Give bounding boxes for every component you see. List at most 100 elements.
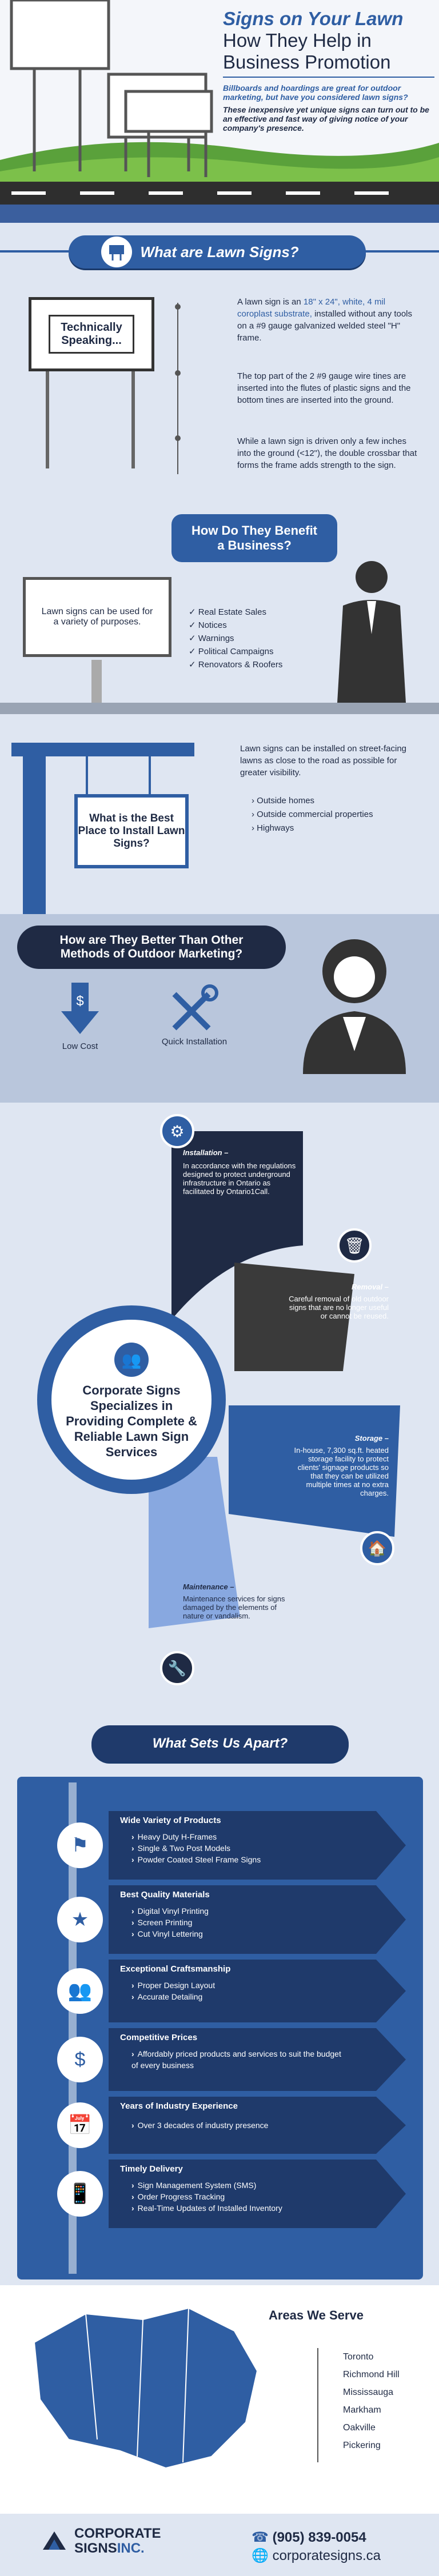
phone-icon: ☎ — [252, 2530, 269, 2545]
apart-row: 📅 Years of Industry Experience Over 3 de… — [34, 2097, 412, 2154]
what-paragraph-1: A lawn sign is an 18" x 24", white, 4 mi… — [237, 296, 420, 344]
title-line3: Business Promotion — [223, 51, 434, 78]
removal-text: Careful removal of old outdoor signs tha… — [289, 1295, 389, 1320]
calendar-icon: 📅 — [57, 2102, 103, 2148]
place-item: › Outside homes — [252, 796, 315, 806]
benefit-list: ✓ Real Estate Sales ✓ Notices ✓ Warnings… — [189, 606, 282, 671]
logo-suffix: INC. — [117, 2541, 145, 2556]
place-sign-text: What is the Best Place to Install Lawn S… — [78, 812, 185, 850]
storage-block: Storage – In-house, 7,300 sq.ft. heated … — [286, 1434, 389, 1497]
installation-block: Installation – In accordance with the re… — [183, 1148, 297, 1196]
footer: CORPORATE SIGNSINC. ☎ (905) 839-0054 🌐 c… — [0, 2514, 439, 2576]
area-item: Mississauga — [343, 2387, 394, 2397]
benefit-item: ✓ Warnings — [189, 634, 234, 643]
apart-row-title: Timely Delivery — [120, 2164, 183, 2174]
intro-text-1: Billboards and hoardings are great for o… — [223, 83, 408, 102]
installation-text: In accordance with the regulations desig… — [183, 1161, 296, 1196]
place-text: Lawn signs can be installed on street-fa… — [240, 744, 407, 778]
what-banner-text: What are Lawn Signs? — [140, 243, 299, 261]
billboard-signs-illustration — [0, 0, 439, 223]
globe-icon: 🌐 — [252, 2548, 269, 2563]
apart-row-item: Cut Vinyl Lettering — [131, 1928, 209, 1940]
price-icon: $ — [57, 2037, 103, 2082]
area-item: Richmond Hill — [343, 2370, 400, 2379]
down-arrow-dollar-icon: $ — [61, 983, 99, 1034]
apart-row-title: Years of Industry Experience — [120, 2101, 238, 2111]
apart-row-title: Wide Variety of Products — [120, 1816, 221, 1825]
benefit-section: How Do They Benefit a Business? Lawn sig… — [0, 508, 439, 731]
storage-icon: 🏠 — [360, 1531, 394, 1565]
apart-row-item: Sign Management System (SMS) — [131, 2180, 282, 2191]
title-block: Signs on Your Lawn How They Help in Busi… — [223, 8, 434, 133]
apart-row-item: Heavy Duty H-Frames — [131, 1831, 261, 1842]
phone-number[interactable]: (905) 839-0054 — [272, 2530, 366, 2545]
flag-icon: ⚑ — [57, 1822, 103, 1868]
apart-row: ★ Best Quality Materials Digital Vinyl P… — [34, 1885, 412, 1954]
areas-title: Areas We Serve — [269, 2308, 364, 2322]
services-section: ⚙ 🗑 🏠 🔧 Installation – In accordance wit… — [0, 1103, 439, 1714]
apart-banner: What Sets Us Apart? — [91, 1725, 349, 1762]
better-bubble-text: How are They Better Than Other Methods o… — [59, 934, 244, 960]
apart-row-item: Accurate Detailing — [131, 1991, 215, 2002]
maintenance-text: Maintenance services for signs damaged b… — [183, 1595, 285, 1620]
apart-row-item: Digital Vinyl Printing — [131, 1905, 209, 1917]
apart-row-item: Proper Design Layout — [131, 1980, 215, 1991]
what-paragraph-2: The top part of the 2 #9 gauge wire tine… — [237, 371, 411, 405]
apart-row: $ Competitive Prices Affordably priced p… — [34, 2028, 412, 2091]
purpose-sign-text: Lawn signs can be used for a variety of … — [41, 607, 153, 627]
benefit-item: ✓ Real Estate Sales — [189, 607, 266, 617]
better-section: How are They Better Than Other Methods o… — [0, 914, 439, 1103]
apart-row-item: Single & Two Post Models — [131, 1842, 261, 1854]
maintenance-block: Maintenance – Maintenance services for s… — [183, 1583, 292, 1620]
place-section: What is the Best Place to Install Lawn S… — [0, 731, 439, 914]
apart-row-item: Powder Coated Steel Frame Signs — [131, 1854, 261, 1865]
services-center-text: Corporate Signs Specializes in Providing… — [66, 1383, 197, 1459]
what-paragraph-3: While a lawn sign is driven only a few i… — [237, 436, 417, 470]
what-p1-c: installed without any tools on a #9 gaug… — [237, 309, 413, 343]
benefit-bubble-text: How Do They Benefit a Business? — [191, 523, 318, 552]
area-item: Toronto — [343, 2352, 374, 2362]
apart-row-item: Order Progress Tracking — [131, 2191, 282, 2202]
logo: CORPORATE SIGNSINC. — [40, 2526, 161, 2556]
logo-line2: SIGNS — [74, 2541, 117, 2556]
apart-row-item: Screen Printing — [131, 1917, 209, 1928]
sign-icon — [101, 237, 133, 267]
apart-row-title: Exceptional Craftsmanship — [120, 1964, 231, 1974]
maintenance-icon: 🔧 — [160, 1651, 194, 1685]
what-p1-a: A lawn sign is an — [237, 297, 304, 307]
benefit-bubble: How Do They Benefit a Business? — [171, 514, 337, 562]
areas-section: Areas We Serve Toronto Richmond Hill Mis… — [0, 2285, 439, 2514]
businesswoman-icon — [303, 939, 406, 1074]
maintenance-title: Maintenance – — [183, 1583, 234, 1591]
contact: ☎ (905) 839-0054 🌐 corporatesigns.ca — [252, 2529, 381, 2565]
place-item: › Outside commercial properties — [252, 810, 373, 819]
technical-sign: Technically Speaking... — [23, 297, 160, 480]
apart-row: 👥 Exceptional Craftsmanship Proper Desig… — [34, 1960, 412, 2022]
benefit-item: ✓ Notices — [189, 620, 227, 630]
benefit-item: ✓ Renovators & Roofers — [189, 660, 283, 670]
benefit-item: ✓ Political Campaigns — [189, 647, 274, 656]
area-item: Pickering — [343, 2441, 381, 2450]
area-item: Markham — [343, 2405, 381, 2415]
place-sign: What is the Best Place to Install Lawn S… — [74, 794, 189, 868]
services-center: 👥 Corporate Signs Specializes in Providi… — [63, 1343, 200, 1460]
apart-row-title: Competitive Prices — [120, 2033, 198, 2042]
craft-team-icon: 👥 — [57, 1968, 103, 2014]
quick-install: Quick Installation — [154, 983, 234, 1047]
team-icon: 👥 — [114, 1343, 149, 1377]
removal-icon: 🗑 — [337, 1228, 372, 1263]
apart-banner-text: What Sets Us Apart? — [152, 1736, 288, 1751]
purpose-sign: Lawn signs can be used for a variety of … — [23, 577, 171, 657]
businessman-icon — [337, 561, 406, 703]
logo-icon — [43, 2531, 66, 2550]
place-item: › Highways — [252, 823, 294, 833]
installation-icon: ⚙ — [160, 1114, 194, 1148]
low-cost: $ Low Cost — [46, 983, 114, 1051]
removal-block: Removal – Careful removal of old outdoor… — [286, 1283, 389, 1320]
quick-install-label: Quick Installation — [161, 1037, 228, 1047]
phone-icon: 📱 — [57, 2171, 103, 2217]
apart-row: ⚑ Wide Variety of Products Heavy Duty H-… — [34, 1811, 412, 1880]
storage-title: Storage – — [354, 1434, 389, 1443]
apart-row: 📱 Timely Delivery Sign Management System… — [34, 2160, 412, 2228]
website-link[interactable]: corporatesigns.ca — [272, 2548, 381, 2563]
